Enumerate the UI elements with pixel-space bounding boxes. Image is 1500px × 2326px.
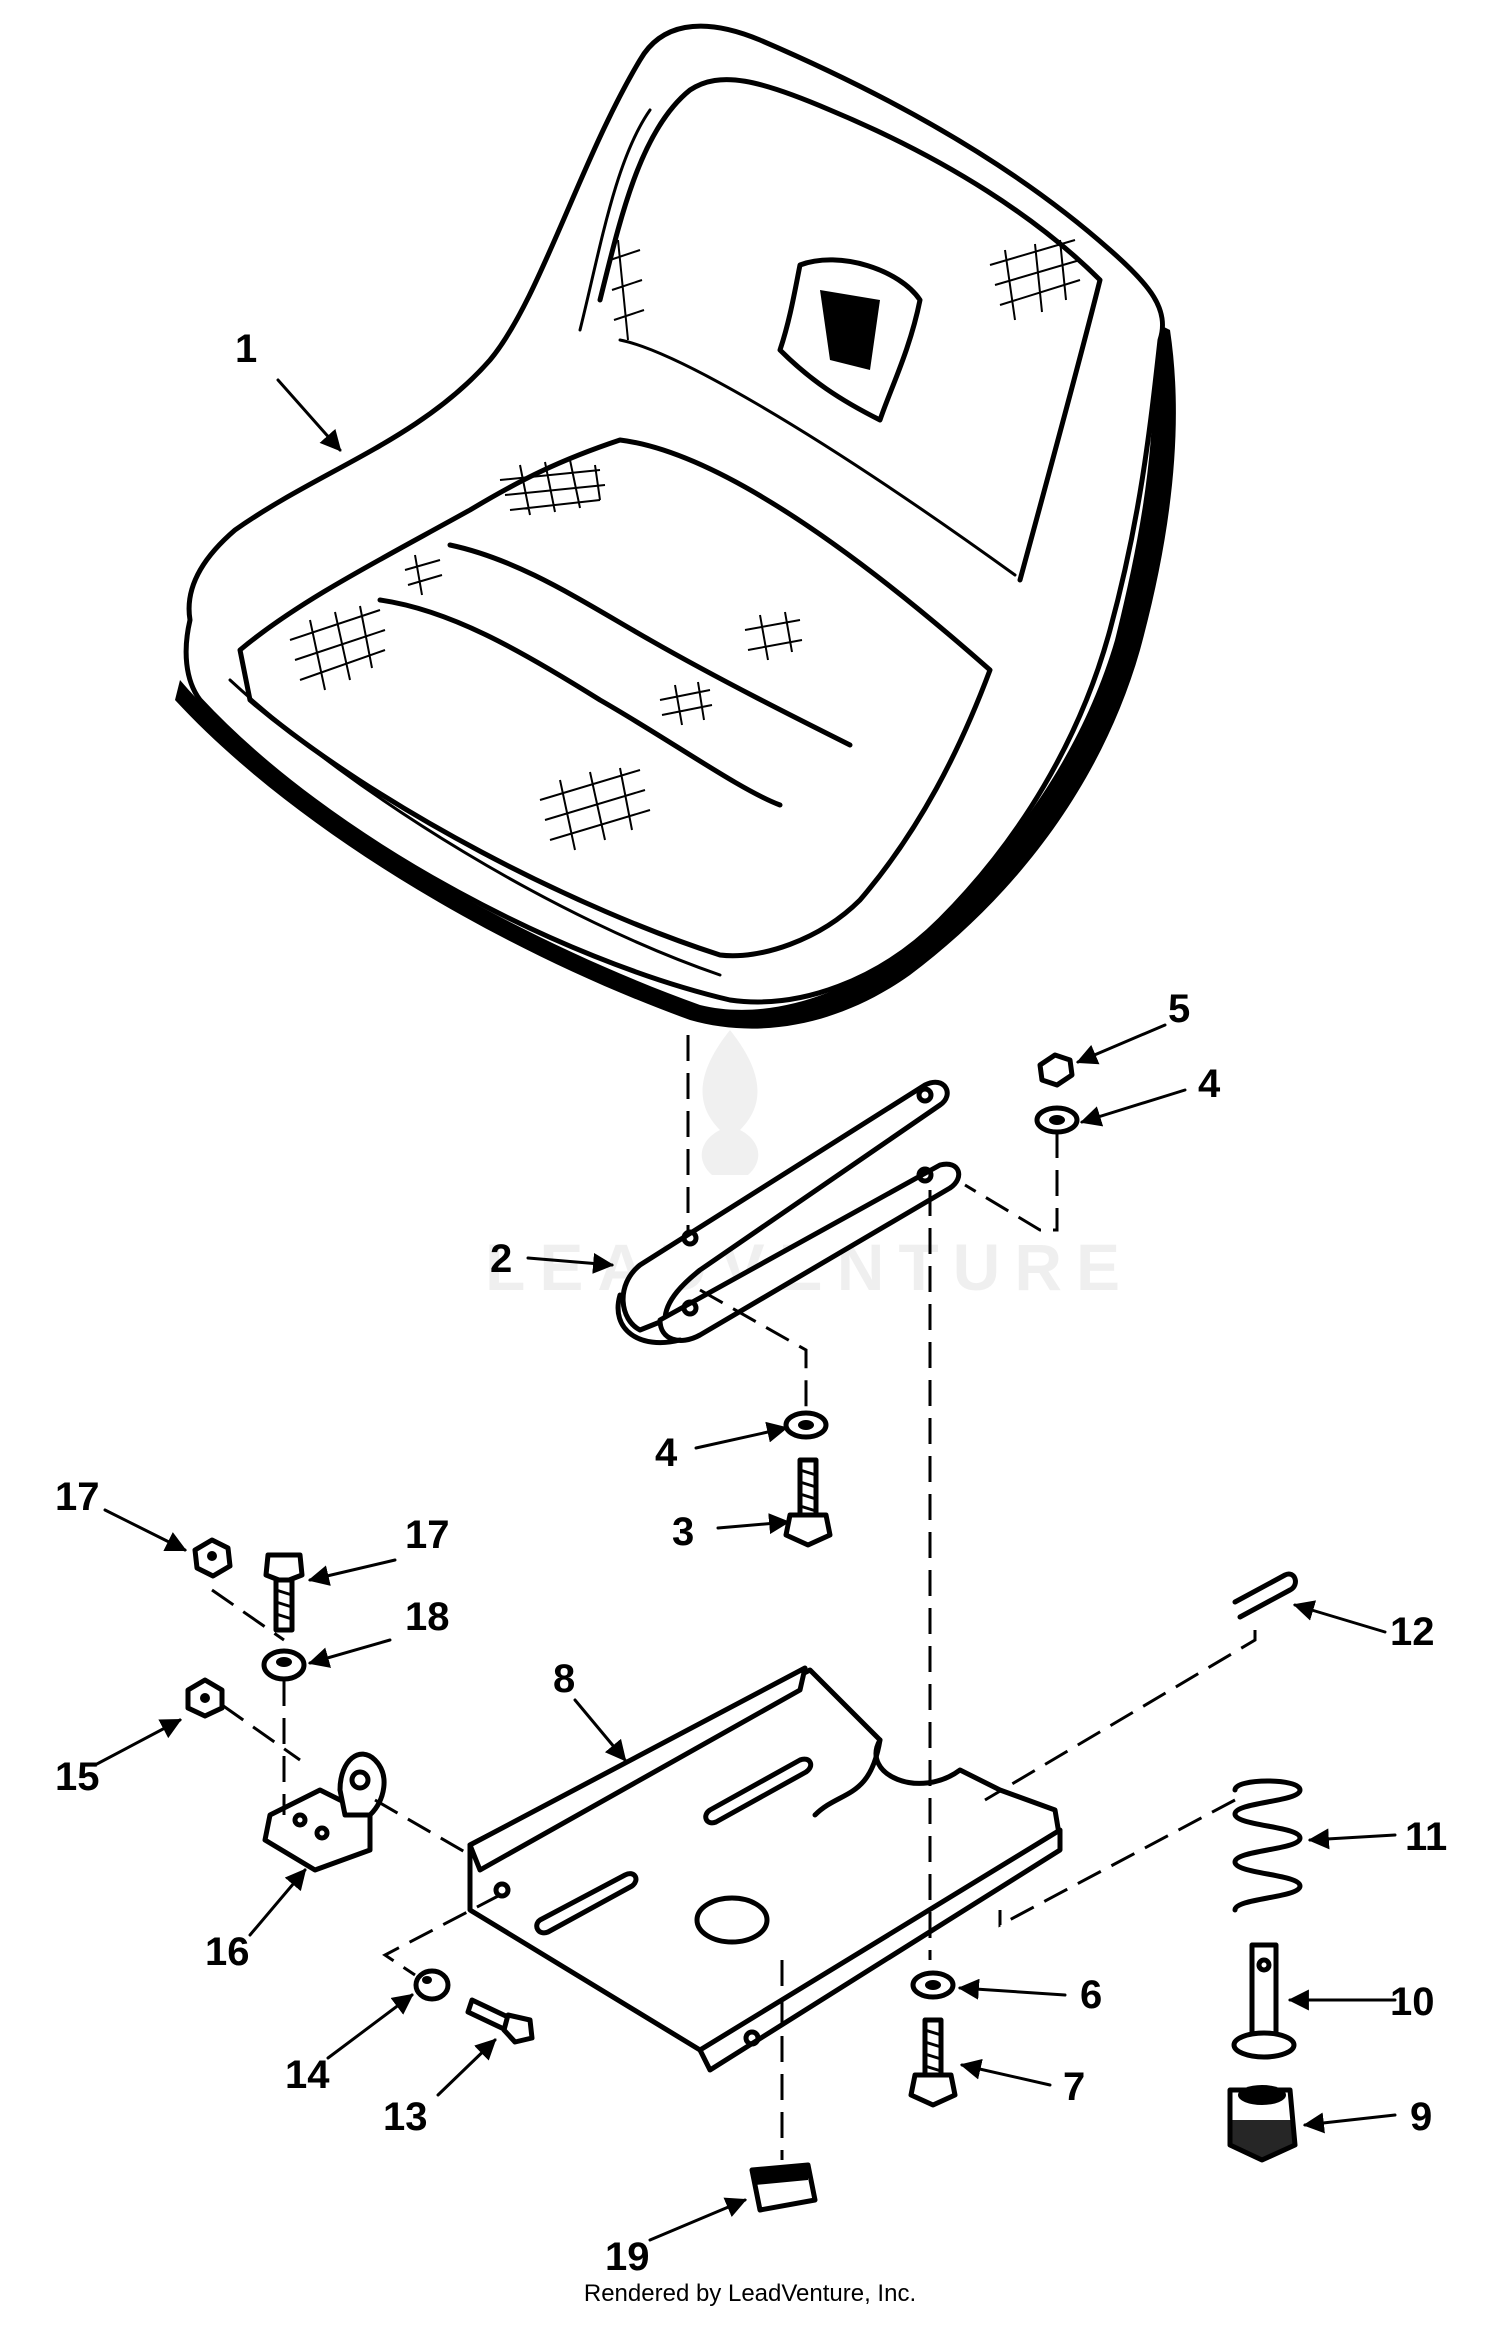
- part-17-bolt: [263, 1552, 305, 1633]
- callout-13: 13: [383, 2095, 428, 2139]
- callout-4-upper: 4: [1198, 1062, 1221, 1106]
- part-4-washer-lower: [783, 1410, 829, 1440]
- callout-3: 3: [672, 1510, 694, 1554]
- part-18-spacer: [261, 1648, 307, 1682]
- part-2-mount-bracket: [615, 1080, 962, 1346]
- callout-18: 18: [405, 1595, 450, 1639]
- callout-10: 10: [1390, 1980, 1435, 2024]
- part-5-nut: [1037, 1052, 1075, 1088]
- callout-17-nut: 17: [55, 1475, 100, 1519]
- callout-6: 6: [1080, 1973, 1102, 2017]
- part-6-washer: [910, 1970, 956, 2000]
- callout-2: 2: [490, 1237, 512, 1281]
- assembly-lines: [211, 1035, 1257, 2160]
- callout-11: 11: [1405, 1815, 1447, 1859]
- callout-17-bolt: 17: [405, 1513, 450, 1557]
- part-1-seat: [175, 23, 1176, 1029]
- callout-16: 16: [205, 1930, 250, 1974]
- callout-8: 8: [553, 1657, 575, 1701]
- callout-7: 7: [1063, 2065, 1085, 2109]
- part-14-spacer: [413, 1968, 451, 2002]
- callout-15: 15: [55, 1755, 100, 1799]
- callout-4-lower: 4: [655, 1431, 678, 1475]
- part-7-bolt: [908, 2017, 958, 2108]
- part-19-foot-cap: [749, 2162, 818, 2213]
- callout-5: 5: [1168, 987, 1190, 1031]
- callout-9: 9: [1410, 2095, 1432, 2139]
- part-17-nut: [192, 1537, 233, 1579]
- part-12-cotter-pin: [1232, 1571, 1298, 1620]
- callout-1: 1: [235, 327, 257, 371]
- callout-arrows: [93, 378, 1397, 2242]
- part-13-bolt: [465, 1997, 535, 2045]
- footer-credit: Rendered by LeadVenture, Inc.: [583, 2280, 917, 2307]
- part-9-cap-nut: [1227, 2085, 1298, 2163]
- part-15-nut: [185, 1677, 225, 1719]
- callout-19: 19: [605, 2235, 650, 2279]
- part-11-spring: [1232, 1778, 1303, 1913]
- part-8-seat-pan: [467, 1665, 1063, 2073]
- part-16-hinge-bracket: [262, 1751, 387, 1873]
- part-10-clevis-pin: [1231, 1942, 1297, 2060]
- callout-12: 12: [1390, 1610, 1435, 1654]
- callout-labels: 1 2 3 4 4 5 6 7 8 9 10 11 12 13 14 15 16…: [55, 327, 1447, 2279]
- part-3-bolt: [783, 1457, 833, 1548]
- callout-14: 14: [285, 2053, 330, 2097]
- watermark-flame-icon: [701, 1030, 759, 1175]
- part-4-washer-upper: [1034, 1105, 1080, 1135]
